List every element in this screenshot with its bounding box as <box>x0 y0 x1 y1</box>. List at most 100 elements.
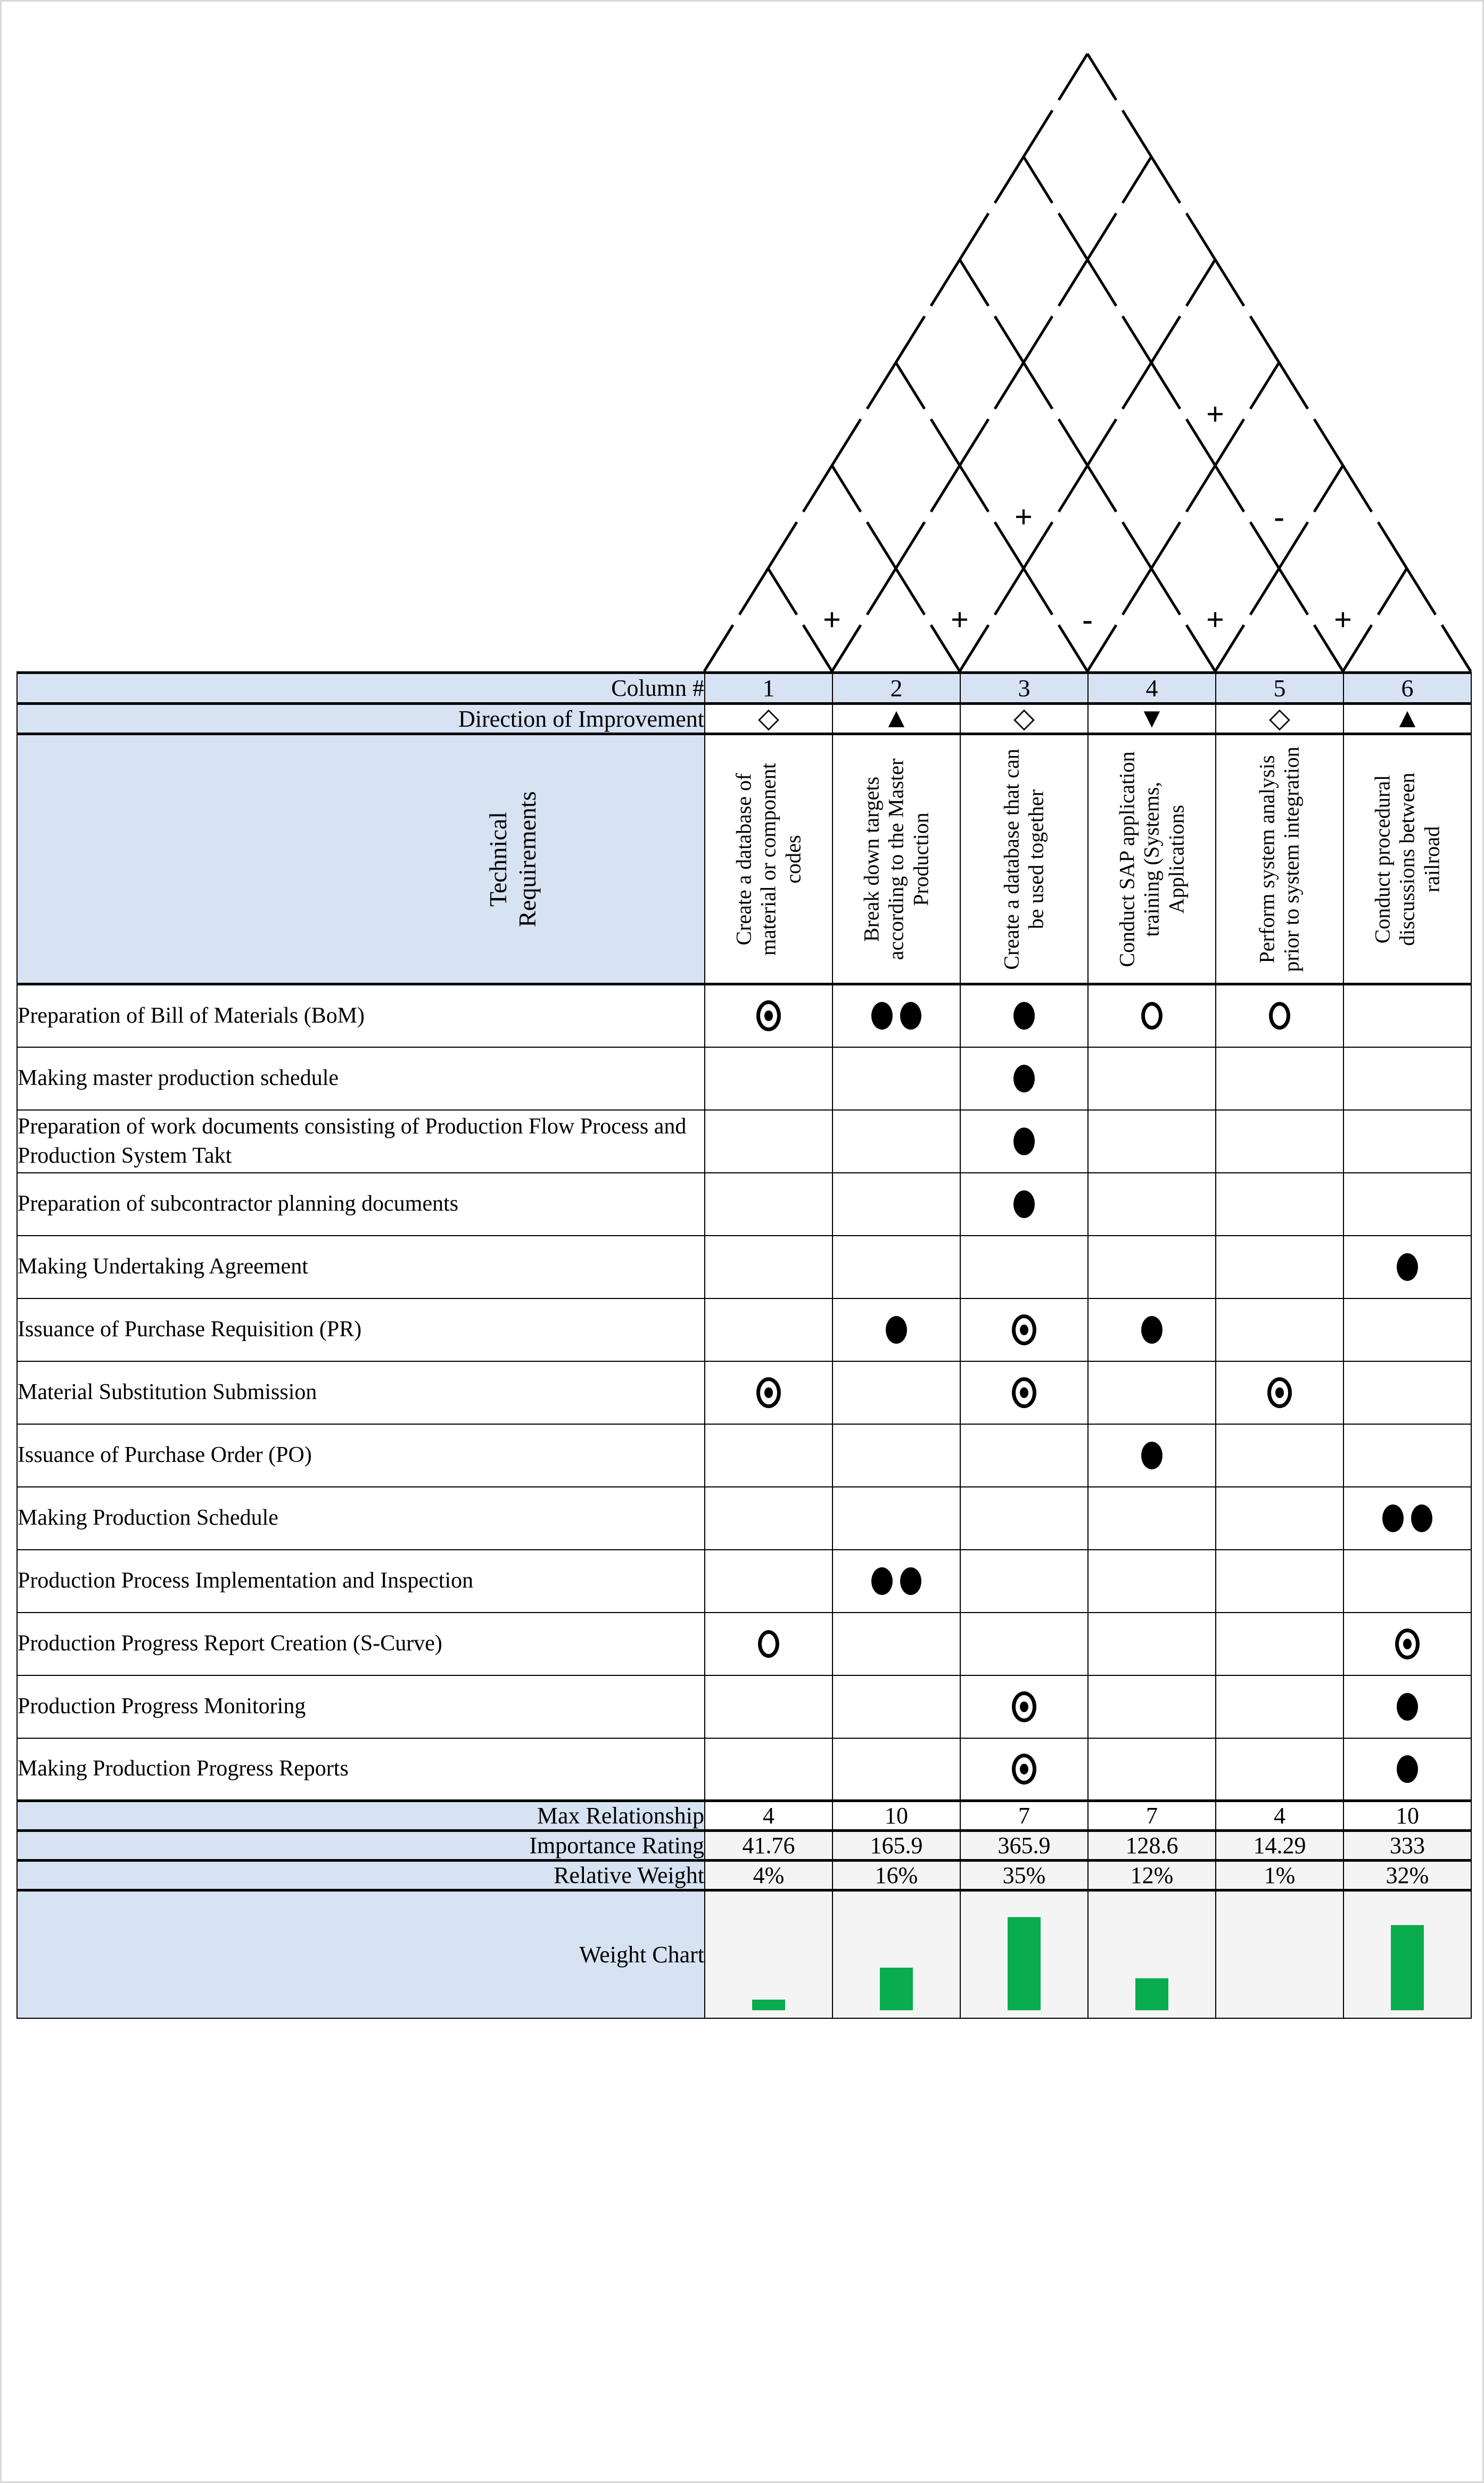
relative-weight-6: 32% <box>1343 1859 1472 1891</box>
relationship-cell-r12-c4 <box>1087 1674 1216 1739</box>
customer-requirement-label: Preparation of subcontractor planning do… <box>17 1172 705 1236</box>
customer-requirement-label: Making Production Schedule <box>17 1486 705 1550</box>
importance-rating-5: 14.29 <box>1215 1829 1344 1861</box>
table-row: Production Progress Monitoring <box>17 1674 1472 1739</box>
weight-bar-3 <box>1008 1917 1041 2010</box>
relationship-cell-r11-c2 <box>832 1612 961 1676</box>
mark-medium <box>758 1630 779 1658</box>
row-weight-chart: Weight Chart <box>17 1889 1472 2019</box>
mark-bullseye <box>1267 1377 1292 1408</box>
mark-bullseye <box>756 1000 781 1032</box>
relative-weight-3: 35% <box>960 1859 1089 1891</box>
relationship-cell-r4-c5 <box>1215 1172 1344 1236</box>
mark-strong <box>1382 1504 1404 1532</box>
relationship-cell-r9-c3 <box>960 1486 1089 1550</box>
hoq-table-wrap: Column # 1 2 3 4 5 6 Direction of Improv… <box>17 671 1472 2019</box>
relationship-cell-r8-c2 <box>832 1423 961 1487</box>
relationship-cell-r2-c4 <box>1087 1046 1216 1111</box>
technical-requirement-header-3: Create a database that can be used toget… <box>960 733 1089 985</box>
weight-chart-label: Weight Chart <box>17 1889 705 2019</box>
relationship-cell-r2-c3 <box>960 1046 1089 1111</box>
mark-strong <box>1013 1127 1035 1155</box>
relationship-cell-r4-c2 <box>832 1172 961 1236</box>
relationship-cell-r11-c4 <box>1087 1612 1216 1676</box>
mark-strong <box>1411 1504 1432 1532</box>
correlation-symbol-2-4: + <box>1014 499 1033 535</box>
customer-requirement-label: Preparation of work documents consisting… <box>17 1109 705 1173</box>
table-row: Making Production Schedule <box>17 1486 1472 1550</box>
mark-strong <box>900 1002 921 1030</box>
table-row: Production Process Implementation and In… <box>17 1549 1472 1613</box>
relationship-cell-r7-c3 <box>960 1360 1089 1425</box>
weight-chart-bar-cell-6 <box>1343 1889 1472 2019</box>
relationship-cell-r4-c1 <box>704 1172 833 1236</box>
correlation-symbol-5-6: + <box>1333 602 1353 638</box>
max-relationship-5: 4 <box>1215 1799 1344 1831</box>
relationship-cell-r1-c6 <box>1343 983 1472 1048</box>
relationship-cell-r5-c2 <box>832 1235 961 1299</box>
mark-strong <box>1141 1441 1163 1469</box>
weight-bar-4 <box>1135 1978 1168 2010</box>
mark-bullseye <box>756 1377 781 1408</box>
relationship-cell-r3-c6 <box>1343 1109 1472 1173</box>
relationship-cell-r12-c6 <box>1343 1674 1472 1739</box>
relationship-cell-r8-c4 <box>1087 1423 1216 1487</box>
row-direction-of-improvement: Direction of Improvement ◇ ▲ ◇ ▼ ◇ ▲ <box>17 702 1472 735</box>
relationship-cell-r13-c6 <box>1343 1737 1472 1802</box>
direction-icon-1: ◇ <box>704 702 833 735</box>
relative-weight-label: Relative Weight <box>17 1859 705 1891</box>
mark-strong <box>871 1567 893 1595</box>
relationship-cell-r2-c2 <box>832 1046 961 1111</box>
relative-weight-4: 12% <box>1087 1859 1216 1891</box>
relationship-cell-r7-c1 <box>704 1360 833 1425</box>
table-row: Preparation of subcontractor planning do… <box>17 1172 1472 1236</box>
technical-requirement-title-2: Break down targets according to the Mast… <box>859 758 933 960</box>
direction-icon-3: ◇ <box>960 702 1089 735</box>
correlation-symbol-3-4: - <box>1082 602 1093 637</box>
table-row: Material Substitution Submission <box>17 1360 1472 1425</box>
relative-weight-5: 1% <box>1215 1859 1344 1891</box>
relationship-cell-r10-c3 <box>960 1549 1089 1613</box>
row-relative-weight: Relative Weight 4% 16% 35% 12% 1% 32% <box>17 1859 1472 1891</box>
column-number-5: 5 <box>1215 671 1344 704</box>
importance-rating-label: Importance Rating <box>17 1829 705 1861</box>
relationship-cell-r3-c2 <box>832 1109 961 1173</box>
technical-requirement-header-2: Break down targets according to the Mast… <box>832 733 961 985</box>
technical-requirement-header-6: Conduct procedural discussions between r… <box>1343 733 1472 985</box>
technical-requirement-title-4: Conduct SAP application training (System… <box>1115 751 1189 967</box>
relationship-matrix-body: Preparation of Bill of Materials (BoM) Ma… <box>17 983 1472 1802</box>
relationship-cell-r6-c1 <box>704 1297 833 1362</box>
row-technical-requirements-header: Technical Requirements Create a database… <box>17 733 1472 985</box>
relationship-cell-r13-c4 <box>1087 1737 1216 1802</box>
column-number-2: 2 <box>832 671 961 704</box>
table-row: Issuance of Purchase Order (PO) <box>17 1423 1472 1487</box>
table-row: Making Undertaking Agreement <box>17 1235 1472 1299</box>
importance-rating-4: 128.6 <box>1087 1829 1216 1861</box>
relationship-cell-r6-c6 <box>1343 1297 1472 1362</box>
weight-bar-1 <box>752 1999 785 2010</box>
relationship-cell-r7-c2 <box>832 1360 961 1425</box>
relationship-cell-r1-c3 <box>960 983 1089 1048</box>
row-importance-rating: Importance Rating 41.76 165.9 365.9 128.… <box>17 1829 1472 1861</box>
relationship-cell-r9-c5 <box>1215 1486 1344 1550</box>
relationship-cell-r11-c5 <box>1215 1612 1344 1676</box>
relationship-cell-r4-c4 <box>1087 1172 1216 1236</box>
relationship-cell-r11-c6 <box>1343 1612 1472 1676</box>
relationship-cell-r4-c3 <box>960 1172 1089 1236</box>
table-row: Preparation of Bill of Materials (BoM) <box>17 983 1472 1048</box>
relationship-cell-r9-c1 <box>704 1486 833 1550</box>
importance-rating-3: 365.9 <box>960 1829 1089 1861</box>
relationship-cell-r1-c4 <box>1087 983 1216 1048</box>
relationship-cell-r5-c5 <box>1215 1235 1344 1299</box>
relationship-cell-r10-c5 <box>1215 1549 1344 1613</box>
relationship-cell-r9-c4 <box>1087 1486 1216 1550</box>
max-relationship-4: 7 <box>1087 1799 1216 1831</box>
column-number-6: 6 <box>1343 671 1472 704</box>
relationship-cell-r3-c5 <box>1215 1109 1344 1173</box>
weight-bar-2 <box>880 1967 913 2010</box>
column-number-4: 4 <box>1087 671 1216 704</box>
max-relationship-label: Max Relationship <box>17 1799 705 1831</box>
weight-chart-bar-cell-2 <box>832 1889 961 2019</box>
direction-icon-4: ▼ <box>1087 702 1216 735</box>
customer-requirement-label: Preparation of Bill of Materials (BoM) <box>17 983 705 1048</box>
